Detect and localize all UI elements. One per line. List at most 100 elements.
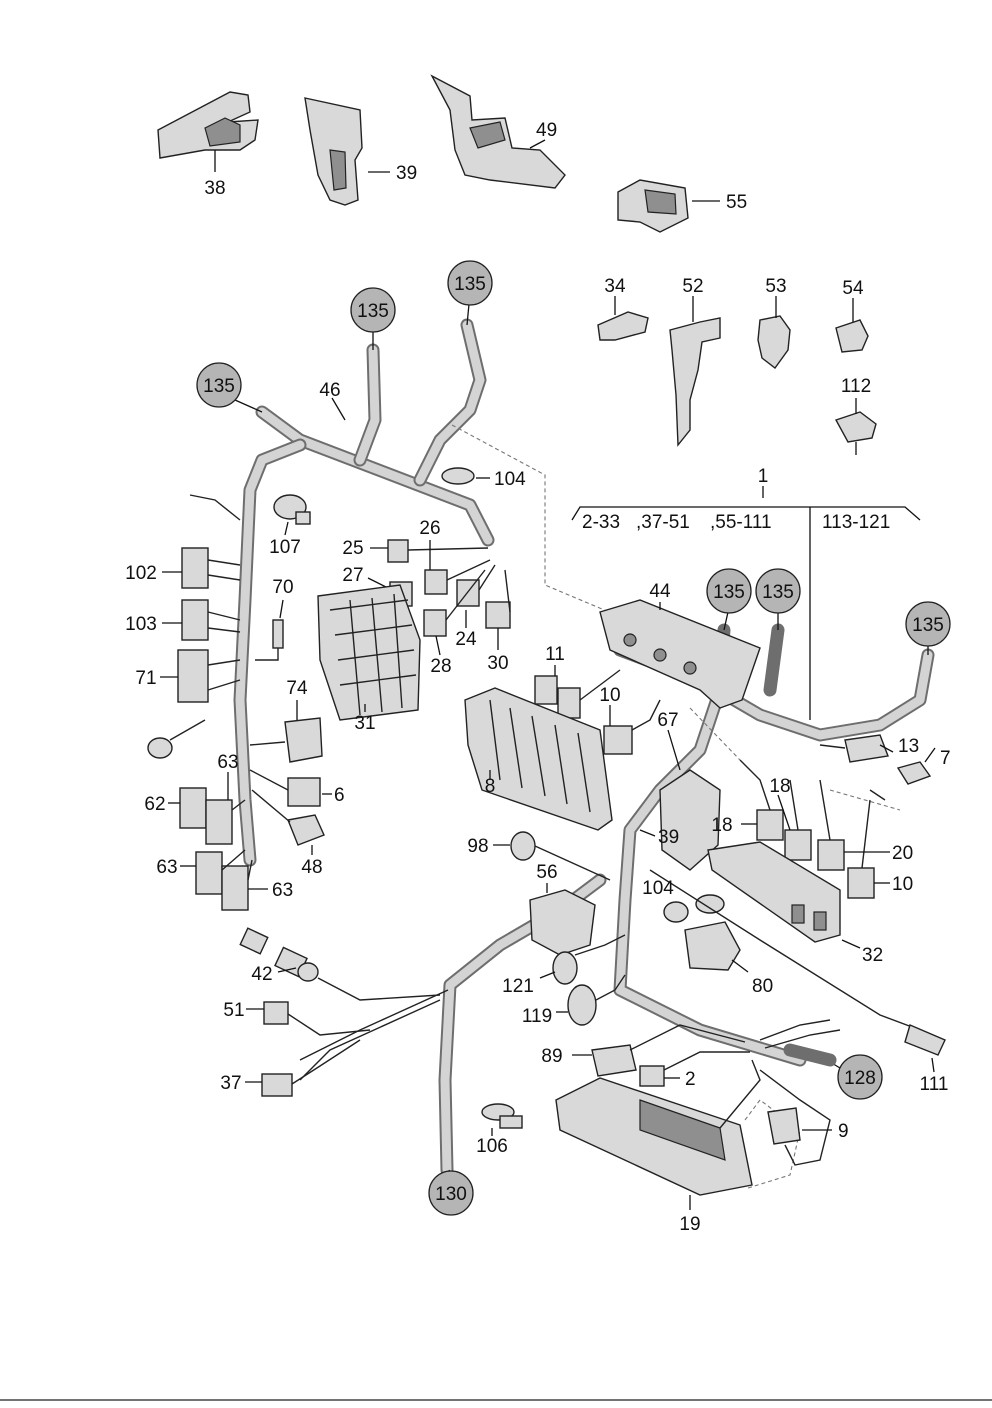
part-7 bbox=[896, 747, 936, 785]
part-49-bracket bbox=[430, 74, 566, 189]
part-2 bbox=[639, 1051, 750, 1087]
part-6 bbox=[249, 769, 332, 807]
label-42: 42 bbox=[251, 964, 272, 985]
label-104-center: 104 bbox=[642, 878, 674, 899]
label-52: 52 bbox=[682, 276, 703, 297]
label-31: 31 bbox=[354, 713, 375, 734]
label-34: 34 bbox=[604, 276, 626, 297]
label-107: 107 bbox=[269, 537, 301, 558]
label-group-37-51: ,37-51 bbox=[636, 512, 690, 533]
part-102 bbox=[162, 547, 241, 589]
label-39-top: 39 bbox=[396, 163, 417, 184]
part-53-clip bbox=[757, 296, 791, 369]
group-bracket bbox=[571, 486, 921, 720]
label-24: 24 bbox=[455, 629, 477, 650]
label-121: 121 bbox=[502, 976, 534, 997]
part-89 bbox=[572, 1024, 746, 1077]
label-49: 49 bbox=[536, 120, 557, 141]
part-104-clamp-top bbox=[441, 467, 490, 485]
ref-135-e: 135 bbox=[755, 568, 801, 630]
label-6: 6 bbox=[334, 785, 345, 806]
label-98: 98 bbox=[467, 836, 488, 857]
label-119: 119 bbox=[522, 1006, 552, 1027]
label-80: 80 bbox=[752, 976, 773, 997]
part-52-bracket bbox=[669, 296, 721, 447]
svg-text:135: 135 bbox=[203, 376, 235, 397]
label-56: 56 bbox=[536, 862, 557, 883]
label-103: 103 bbox=[125, 614, 157, 635]
part-11 bbox=[534, 665, 621, 719]
part-42 bbox=[239, 927, 441, 1001]
svg-text:128: 128 bbox=[844, 1068, 876, 1089]
part-70 bbox=[255, 599, 284, 661]
label-18-top: 18 bbox=[769, 776, 790, 797]
label-51: 51 bbox=[223, 1000, 244, 1021]
label-10-center: 10 bbox=[599, 685, 620, 706]
part-51 bbox=[246, 1001, 371, 1036]
label-54: 54 bbox=[842, 278, 864, 299]
label-26: 26 bbox=[419, 518, 440, 539]
part-67-grommet bbox=[659, 729, 721, 871]
part-19-module bbox=[555, 1059, 761, 1210]
ref-135-a: 135 bbox=[350, 287, 396, 350]
label-25: 25 bbox=[342, 538, 363, 559]
label-63-top: 63 bbox=[217, 752, 238, 773]
label-102: 102 bbox=[125, 563, 157, 584]
part-9 bbox=[759, 1069, 832, 1166]
label-19: 19 bbox=[679, 1214, 700, 1235]
label-74: 74 bbox=[286, 678, 308, 699]
part-37 bbox=[245, 1039, 361, 1097]
part-71 bbox=[160, 649, 241, 703]
label-20: 20 bbox=[892, 843, 913, 864]
part-55-connector bbox=[617, 179, 720, 233]
svg-text:135: 135 bbox=[912, 615, 944, 636]
label-62: 62 bbox=[144, 794, 165, 815]
label-71: 71 bbox=[135, 668, 156, 689]
part-107-clamp bbox=[273, 494, 311, 536]
part-80-connector bbox=[684, 921, 749, 973]
part-106-clamp bbox=[481, 1103, 523, 1136]
ref-135-c: 135 bbox=[196, 362, 263, 413]
part-13 bbox=[819, 734, 894, 801]
label-11: 11 bbox=[545, 644, 565, 665]
ref-130: 130 bbox=[428, 1169, 474, 1216]
label-7: 7 bbox=[940, 748, 951, 769]
label-28: 28 bbox=[430, 656, 451, 677]
part-44-bracket bbox=[599, 599, 761, 709]
ref-135-f: 135 bbox=[905, 601, 951, 655]
label-group-55-111: ,55-111 bbox=[710, 512, 772, 533]
part-98-sensor bbox=[493, 831, 611, 881]
part-39-clip bbox=[304, 97, 390, 206]
corrugated-tube-128 bbox=[759, 1019, 841, 1067]
label-63-left: 63 bbox=[156, 857, 177, 878]
label-27: 27 bbox=[342, 565, 363, 586]
label-37: 37 bbox=[220, 1073, 241, 1094]
label-112: 112 bbox=[841, 376, 871, 397]
part-34-clip bbox=[597, 296, 649, 341]
label-30: 30 bbox=[487, 653, 508, 674]
label-104-top: 104 bbox=[494, 469, 526, 490]
ref-135-b: 135 bbox=[447, 260, 493, 326]
label-67: 67 bbox=[657, 710, 678, 731]
svg-text:130: 130 bbox=[435, 1184, 467, 1205]
svg-text:135: 135 bbox=[713, 582, 745, 603]
part-10-center bbox=[603, 699, 661, 755]
label-9: 9 bbox=[838, 1121, 849, 1142]
label-53: 53 bbox=[765, 276, 786, 297]
label-111: 111 bbox=[920, 1074, 949, 1095]
label-46: 46 bbox=[319, 380, 340, 401]
label-32: 32 bbox=[862, 945, 883, 966]
part-119 bbox=[556, 974, 626, 1026]
part-62-63-connectors bbox=[168, 772, 268, 911]
label-44: 44 bbox=[649, 581, 671, 602]
label-39-center: 39 bbox=[658, 827, 679, 848]
label-group-2-33: 2-33 bbox=[582, 512, 620, 533]
label-38: 38 bbox=[204, 178, 225, 199]
ref-128: 128 bbox=[829, 1054, 883, 1100]
part-103 bbox=[162, 599, 241, 641]
part-38 bbox=[157, 91, 259, 172]
part-32-control-unit bbox=[707, 841, 861, 949]
label-106: 106 bbox=[476, 1136, 508, 1157]
part-111-connector bbox=[904, 1024, 946, 1073]
